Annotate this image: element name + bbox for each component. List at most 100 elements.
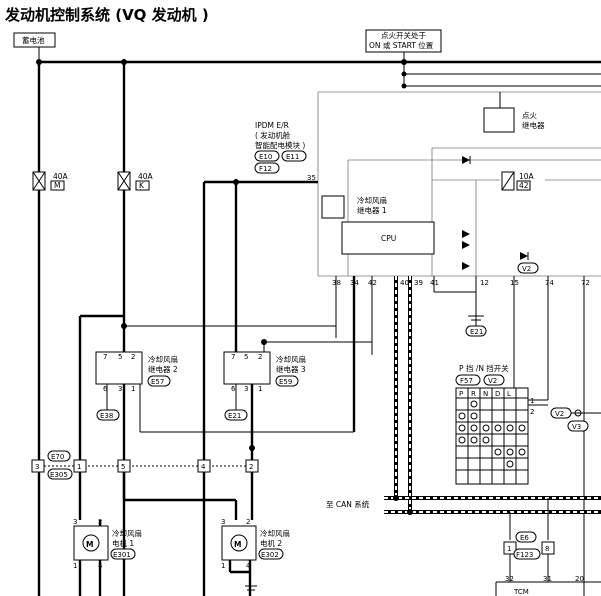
fan-relay-3-label-1: 冷却风扇 — [276, 354, 306, 364]
ignition-label-line2: ON 或 START 位置 — [369, 40, 434, 50]
joint-conn-e70: E70 — [51, 453, 64, 461]
marker-v2-mid: V2 — [555, 410, 564, 418]
tcm-conn-e6: E6 — [520, 534, 529, 542]
svg-text:1: 1 — [507, 545, 511, 553]
ipdm-label-3: 智能配电模块 ) — [255, 140, 305, 150]
fan-relay-2-label-2: 继电器 2 — [148, 364, 178, 374]
ignition-relay — [483, 107, 515, 133]
pin-35: 35 — [307, 174, 316, 182]
ipdm-conn-e11: E11 — [286, 153, 299, 161]
ground-e38: E38 — [100, 412, 113, 420]
fan-relay-2 — [95, 351, 143, 385]
fan-motor-2-symbol: M — [234, 540, 241, 549]
tcm-conn-f123: F123 — [516, 551, 533, 559]
svg-text:1: 1 — [77, 463, 81, 471]
svg-text:1: 1 — [258, 385, 262, 393]
svg-text:8: 8 — [545, 545, 549, 553]
svg-text:1: 1 — [530, 397, 534, 405]
svg-text:L: L — [507, 390, 511, 398]
svg-text:1: 1 — [221, 562, 225, 570]
svg-text:7: 7 — [231, 353, 235, 361]
svg-text:5: 5 — [244, 353, 248, 361]
svg-text:2: 2 — [249, 463, 253, 471]
ignition-relay-label-2: 继电器 — [522, 120, 545, 130]
fan-relay-3-conn: E59 — [279, 378, 292, 386]
ipdm-conn-e10: E10 — [259, 153, 272, 161]
svg-text:1: 1 — [131, 385, 135, 393]
ignition-label-line1: 点火开关处于 — [381, 30, 426, 40]
svg-text:3: 3 — [118, 385, 122, 393]
tcm-label: TCM — [513, 588, 529, 596]
can-system-label: 至 CAN 系统 — [326, 499, 370, 509]
svg-text:6: 6 — [103, 385, 108, 393]
fan-relay-3-label-2: 继电器 3 — [276, 364, 306, 374]
ipdm-label-1: IPDM E/R — [255, 121, 289, 130]
fan-motor-2-conn: E302 — [261, 551, 279, 559]
cpu-label: CPU — [381, 234, 396, 243]
svg-text:4: 4 — [201, 463, 206, 471]
svg-text:D: D — [495, 390, 500, 398]
pnp-switch-label: P 挡 /N 挡开关 — [459, 363, 509, 373]
svg-text:2: 2 — [131, 353, 135, 361]
svg-text:5: 5 — [118, 353, 122, 361]
fan-relay-1-label-1: 冷却风扇 — [357, 195, 387, 205]
svg-text:3: 3 — [221, 518, 225, 526]
pin-39: 39 — [414, 279, 423, 287]
ignition-relay-label-1: 点火 — [522, 111, 537, 120]
svg-text:3: 3 — [244, 385, 248, 393]
marker-v2-top: V2 — [522, 265, 531, 273]
pin-40: 40 — [400, 279, 409, 287]
svg-text:5: 5 — [121, 463, 125, 471]
svg-text:N: N — [483, 390, 488, 398]
fan-relay-2-conn: E57 — [151, 378, 164, 386]
svg-text:4: 4 — [246, 562, 251, 570]
fan-relay-3 — [223, 351, 271, 385]
svg-text:R: R — [471, 390, 476, 398]
ipdm-label-2: ( 发动机舱 — [255, 130, 291, 140]
svg-text:3: 3 — [35, 463, 39, 471]
cpu-block — [341, 221, 435, 255]
fan-motor-1-label-1: 冷却风扇 — [112, 528, 142, 538]
joint-conn-e305: E305 — [50, 471, 68, 479]
ground-e21-left: E21 — [228, 412, 241, 420]
ipdm-conn-f12: F12 — [259, 165, 272, 173]
fan-relay-1-label-2: 继电器 1 — [357, 205, 387, 215]
svg-text:31: 31 — [543, 575, 552, 583]
svg-text:6: 6 — [231, 385, 236, 393]
ground-e21-right: E21 — [470, 328, 483, 336]
fuse-40a-m-code: M — [54, 181, 60, 190]
pnp-table: P R N D L — [455, 387, 529, 485]
pin-74: 74 — [545, 279, 554, 287]
pnp-conn-f57: F57 — [460, 377, 473, 385]
svg-text:20: 20 — [575, 575, 584, 583]
marker-v3: V3 — [572, 423, 581, 431]
svg-text:2: 2 — [530, 408, 534, 416]
fan-relay-1 — [321, 195, 345, 219]
fan-motor-1-label-2: 电机 1 — [112, 538, 134, 548]
svg-text:2: 2 — [246, 518, 250, 526]
fan-motor-2-label-1: 冷却风扇 — [260, 528, 290, 538]
pin-72: 72 — [581, 279, 590, 287]
fuse-40a-m-rating: 40A — [53, 172, 69, 181]
fuse-10a-code: 42 — [519, 181, 529, 190]
battery-label: 蓄电池 — [22, 35, 45, 45]
fan-motor-1-symbol: M — [86, 540, 93, 549]
battery-label-box — [13, 32, 56, 48]
fan-motor-2-label-2: 电机 2 — [260, 538, 282, 548]
fuse-40a-k-code: K — [139, 181, 145, 190]
fan-motor-1-conn: E301 — [113, 551, 131, 559]
svg-text:2: 2 — [258, 353, 262, 361]
fan-relay-2-label-1: 冷却风扇 — [148, 354, 178, 364]
pnp-conn-v2: V2 — [488, 377, 497, 385]
svg-text:32: 32 — [505, 575, 514, 583]
pin-12: 12 — [480, 279, 489, 287]
fuse-40a-k-rating: 40A — [138, 172, 154, 181]
svg-text:P: P — [459, 390, 463, 398]
svg-text:3: 3 — [73, 518, 77, 526]
svg-text:1: 1 — [73, 562, 77, 570]
svg-text:7: 7 — [103, 353, 107, 361]
fuse-10a-rating: 10A — [519, 172, 535, 181]
diagram-title: 发动机控制系统 (VQ 发动机 ) — [4, 6, 209, 24]
